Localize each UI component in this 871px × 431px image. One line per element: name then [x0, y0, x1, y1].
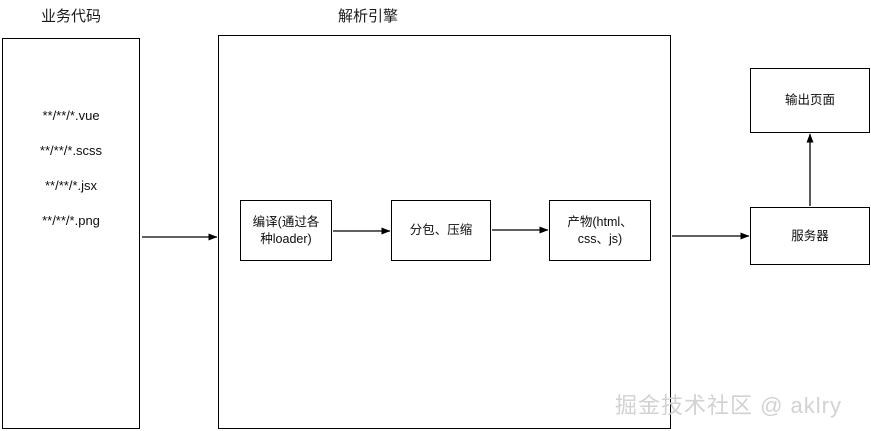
source-code-box: **/**/*.vue **/**/*.scss **/**/*.jsx **/…: [2, 38, 140, 429]
step-box-split-compress: 分包、压缩: [391, 200, 491, 261]
server-label: 服务器: [791, 228, 829, 243]
step-box-artifacts-label: 产物(html、css、js): [567, 214, 633, 246]
section-label-engine: 解析引擎: [337, 8, 398, 25]
section-label-source: 业务代码: [40, 8, 101, 25]
list-item: **/**/*.png: [42, 213, 100, 228]
output-page-label: 输出页面: [784, 93, 835, 108]
list-item: **/**/*.vue: [42, 108, 100, 123]
server-box: 服务器: [750, 207, 870, 265]
step-box-compile-label: 编译(通过各种loader): [252, 214, 320, 246]
list-item: **/**/*.jsx: [44, 178, 98, 193]
watermark: 掘金技术社区 @ aklry: [615, 393, 843, 418]
step-box-split-compress-label: 分包、压缩: [409, 223, 473, 238]
step-box-compile: 编译(通过各种loader): [240, 200, 332, 261]
parsing-engine-box: [218, 35, 671, 429]
output-page-box: 输出页面: [750, 68, 870, 133]
source-file-list: **/**/*.vue **/**/*.scss **/**/*.jsx **/…: [3, 109, 139, 227]
list-item: **/**/*.scss: [39, 143, 103, 158]
step-box-artifacts: 产物(html、css、js): [549, 200, 651, 261]
